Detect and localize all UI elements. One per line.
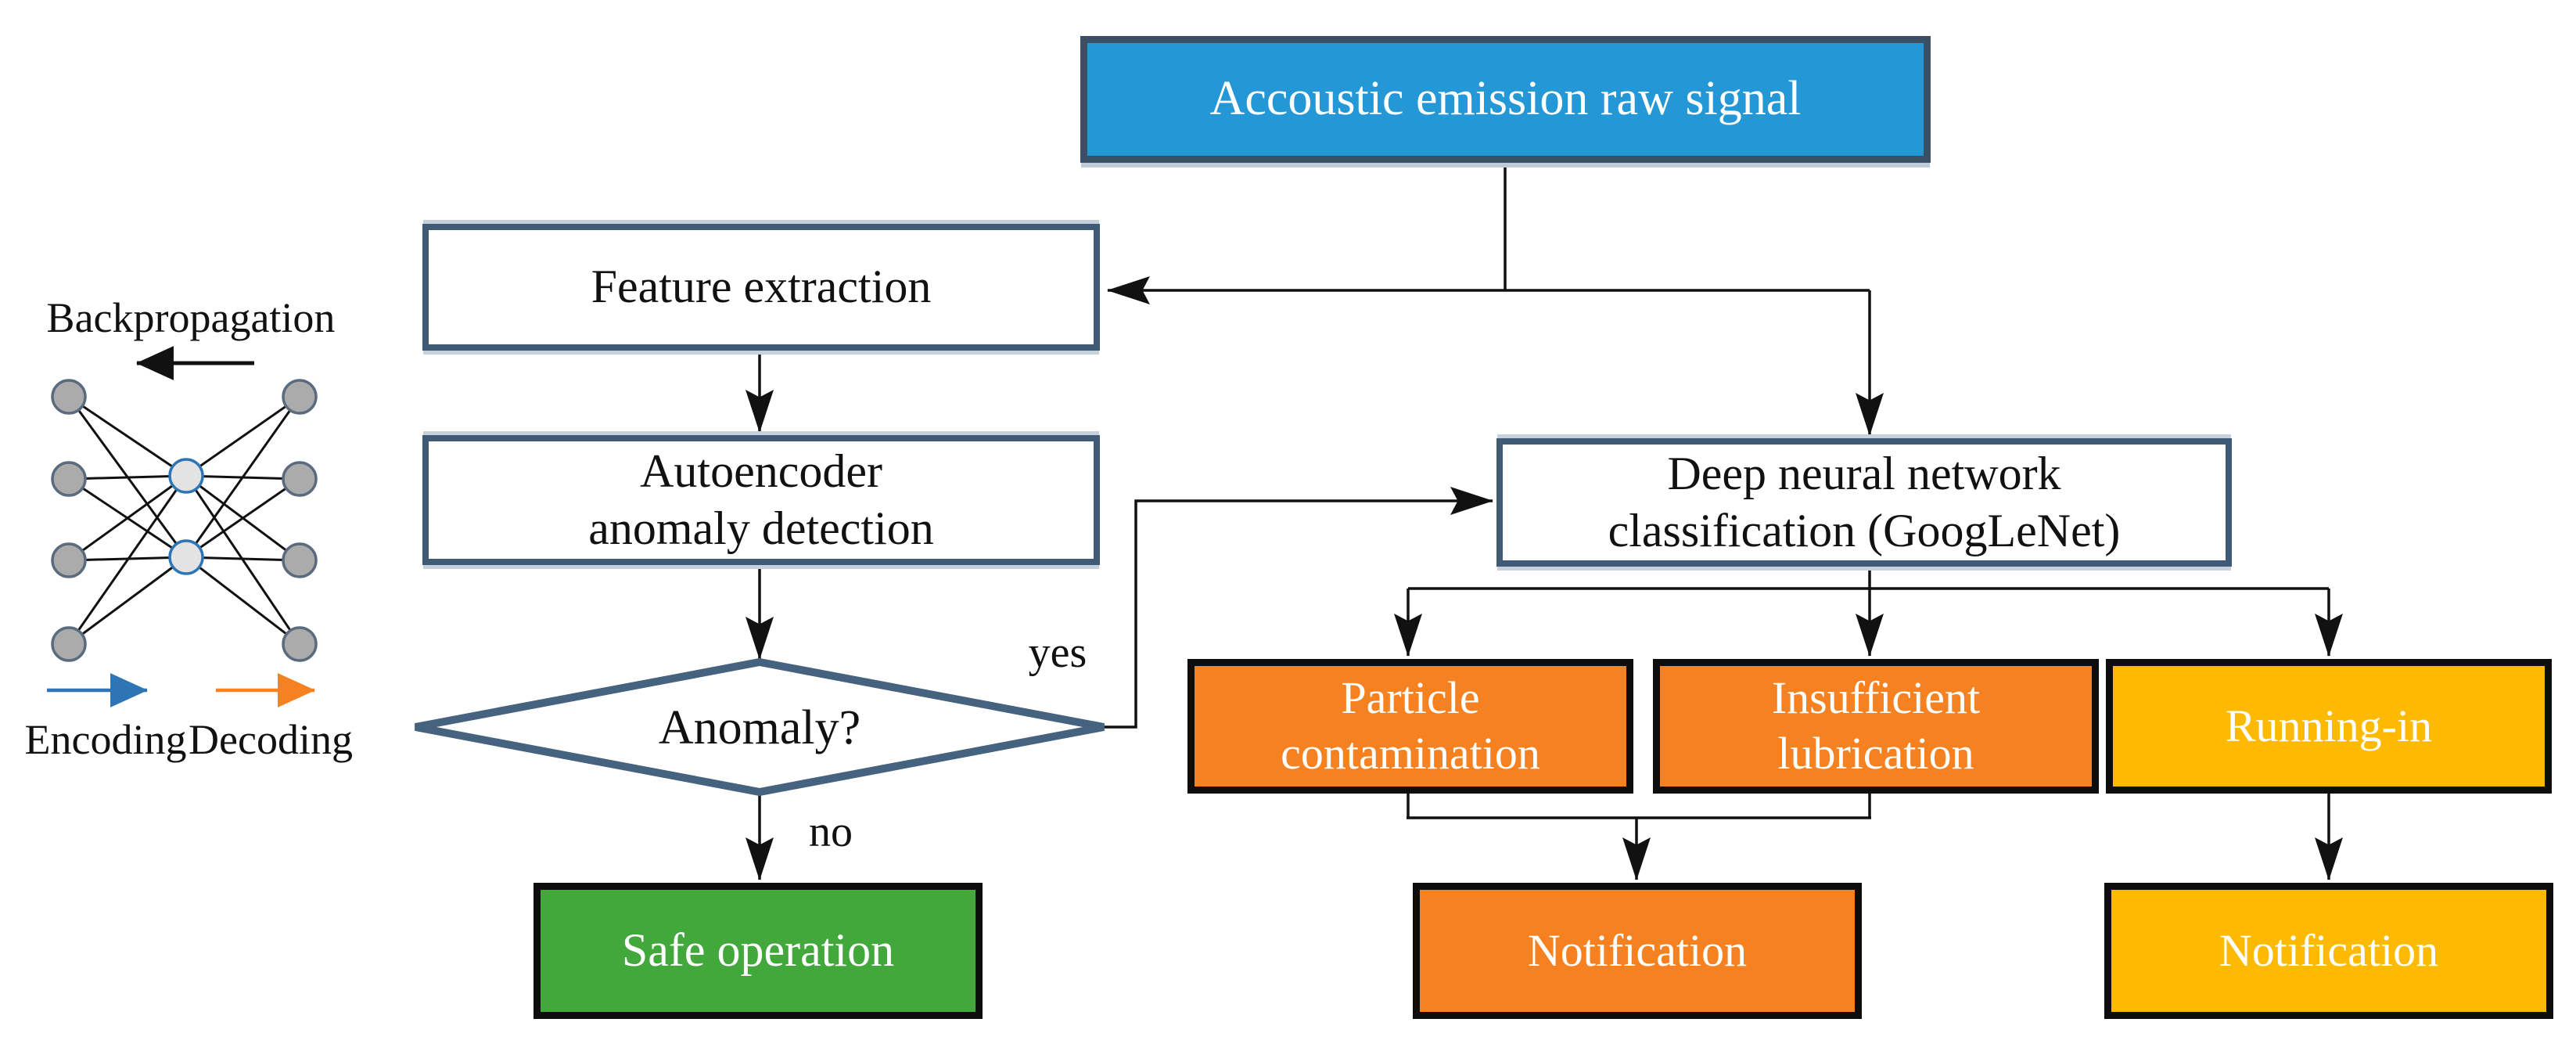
hidden-neurons [168, 458, 204, 575]
raw-signal-box: Accoustic emission raw signal [1080, 36, 1931, 163]
particle-contamination-box: Particle contamination [1187, 659, 1633, 794]
autoencoder-box: Autoencoder anomaly detection [422, 435, 1100, 565]
output-neurons [282, 379, 318, 662]
particle-label-line1: Particle [1341, 672, 1480, 724]
notification-fault-label: Notification [1527, 924, 1748, 976]
feature-extraction-box: Feature extraction [422, 224, 1100, 351]
dnn-label-line2: classification (GoogLeNet) [1608, 505, 2121, 556]
autoencoder-label-line2: anomaly detection [588, 502, 934, 554]
autoencoder-label-line1: Autoencoder [640, 445, 882, 497]
backpropagation-label: Backpropagation [46, 294, 336, 341]
notification-fault-box: Notification [1413, 883, 1862, 1019]
decoding-label: Decoding [189, 716, 353, 763]
raw-signal-label: Accoustic emission raw signal [1209, 72, 1802, 126]
insufficient-lubrication-box: Insufficient lubrication [1653, 659, 2099, 794]
network-edges [67, 395, 301, 646]
particle-label-line2: contamination [1281, 728, 1540, 779]
no-edge-label: no [809, 808, 853, 856]
yes-edge-label: yes [1028, 628, 1087, 677]
feature-extraction-label: Feature extraction [591, 261, 932, 313]
dnn-label-line1: Deep neural network [1667, 447, 2061, 499]
running-in-box: Running-in [2106, 659, 2552, 794]
notification-running-label: Notification [2219, 924, 2439, 976]
dnn-classification-box: Deep neural network classification (Goog… [1496, 438, 2232, 567]
insufficient-label-line1: Insufficient [1771, 672, 1981, 724]
running-in-label: Running-in [2225, 700, 2433, 751]
anomaly-diamond [415, 657, 1105, 797]
anomaly-diamond-label: Anomaly? [658, 700, 861, 754]
safe-operation-box: Safe operation [534, 883, 983, 1019]
input-neurons [51, 379, 87, 662]
safe-operation-label: Safe operation [621, 924, 895, 977]
autoencoder-sketch [47, 346, 318, 707]
notification-running-box: Notification [2104, 883, 2553, 1019]
insufficient-label-line2: lubrication [1777, 728, 1974, 779]
edge-diamond-yes-to-dnn [1101, 487, 1494, 729]
encoding-label: Encoding [24, 716, 187, 763]
